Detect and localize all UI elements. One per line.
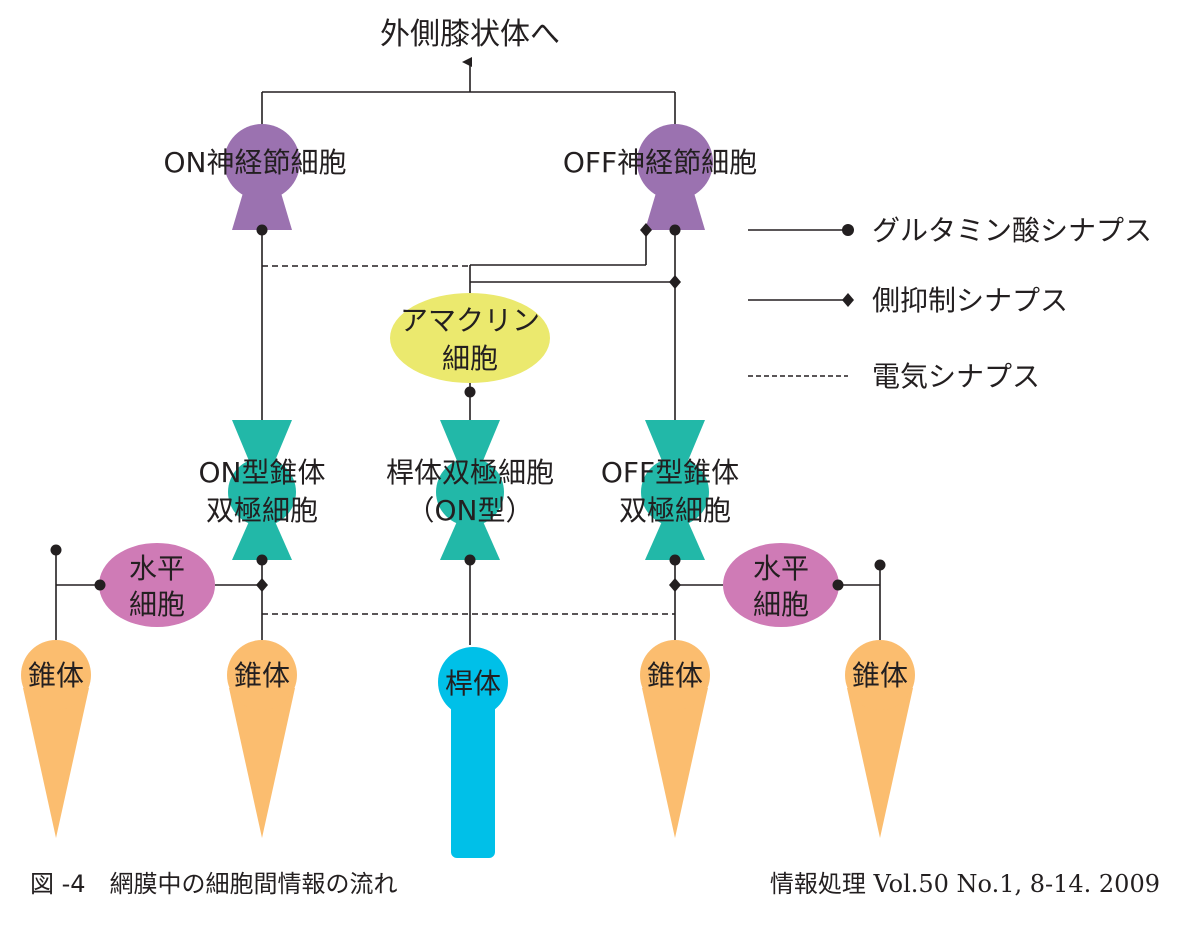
on-ganglion-cell — [224, 124, 300, 230]
off-cone-bipolar-cell — [641, 420, 709, 560]
rod-bipolar-label-line2: （ON型） — [407, 494, 534, 527]
synapse-dot — [464, 386, 476, 398]
off-ganglion-cell — [637, 124, 713, 230]
output-label: 外側膝状体へ — [380, 17, 560, 52]
legend: グルタミン酸シナプス 側抑制シナプス 電気シナプス — [748, 214, 1152, 393]
figure-caption: 図 -4 網膜中の細胞間情報の流れ — [30, 870, 398, 898]
horizontal-right-label-line1: 水平 — [753, 552, 809, 585]
synapse-dot — [832, 579, 844, 591]
synapse-dot — [669, 554, 681, 566]
cone-label-4: 錐体 — [852, 659, 908, 692]
cone-label-3: 錐体 — [647, 659, 703, 692]
off-cone-bipolar-label-line2: 双極細胞 — [619, 494, 731, 527]
legend-inhibitory-label: 側抑制シナプス — [872, 284, 1068, 317]
connection-lines — [55, 57, 881, 645]
cone-2 — [227, 640, 297, 838]
synapse-dot — [94, 579, 106, 591]
rod-bipolar-cell — [436, 420, 504, 560]
synapse-diamond — [256, 578, 268, 592]
rod-label: 桿体 — [445, 667, 501, 700]
legend-glutamate-label: グルタミン酸シナプス — [872, 214, 1152, 247]
on-cone-bipolar-label-line2: 双極細胞 — [206, 494, 318, 527]
source-citation: 情報処理 Vol.50 No.1, 8-14. 2009 — [770, 870, 1160, 898]
synapse-dot — [256, 224, 268, 236]
legend-electrical-label: 電気シナプス — [872, 360, 1040, 393]
glutamate-synapses — [50, 224, 886, 591]
on-cone-bipolar-cell — [228, 420, 296, 560]
amacrine-label-line2: 細胞 — [442, 342, 498, 375]
synapse-diamond — [669, 578, 681, 592]
synapse-diamond — [669, 275, 681, 289]
on-cone-bipolar-label-line1: ON型錐体 — [199, 456, 326, 489]
legend-inhibitory-marker — [842, 293, 854, 307]
off-ganglion-label: OFF神経節細胞 — [563, 146, 757, 179]
cone-1 — [21, 640, 91, 838]
cone-label-2: 錐体 — [234, 659, 290, 692]
rod-bipolar-label-line1: 桿体双極細胞 — [386, 456, 554, 489]
synapse-dot — [464, 554, 476, 566]
cone-4 — [845, 640, 915, 838]
horizontal-cell-left — [99, 543, 215, 627]
horizontal-cell-right — [723, 543, 839, 627]
horizontal-right-label-line2: 細胞 — [753, 588, 809, 621]
amacrine-label-line1: アマクリン — [400, 304, 540, 337]
legend-glutamate-marker — [842, 224, 854, 236]
synapse-dot — [874, 559, 886, 571]
rod-cell — [438, 647, 508, 858]
on-ganglion-label: ON神経節細胞 — [164, 146, 347, 179]
off-cone-bipolar-label-line1: OFF型錐体 — [601, 456, 739, 489]
horizontal-left-label-line1: 水平 — [129, 552, 185, 585]
synapse-dot — [256, 554, 268, 566]
inhibitory-synapses — [256, 223, 681, 592]
horizontal-left-label-line2: 細胞 — [129, 588, 185, 621]
electrical-synapses — [262, 265, 675, 615]
cone-3 — [640, 640, 710, 838]
cone-label-1: 錐体 — [28, 659, 84, 692]
synapse-dot — [669, 224, 681, 236]
synapse-diamond — [640, 223, 652, 237]
synapse-dot — [50, 544, 62, 556]
amacrine-cell — [390, 293, 550, 383]
